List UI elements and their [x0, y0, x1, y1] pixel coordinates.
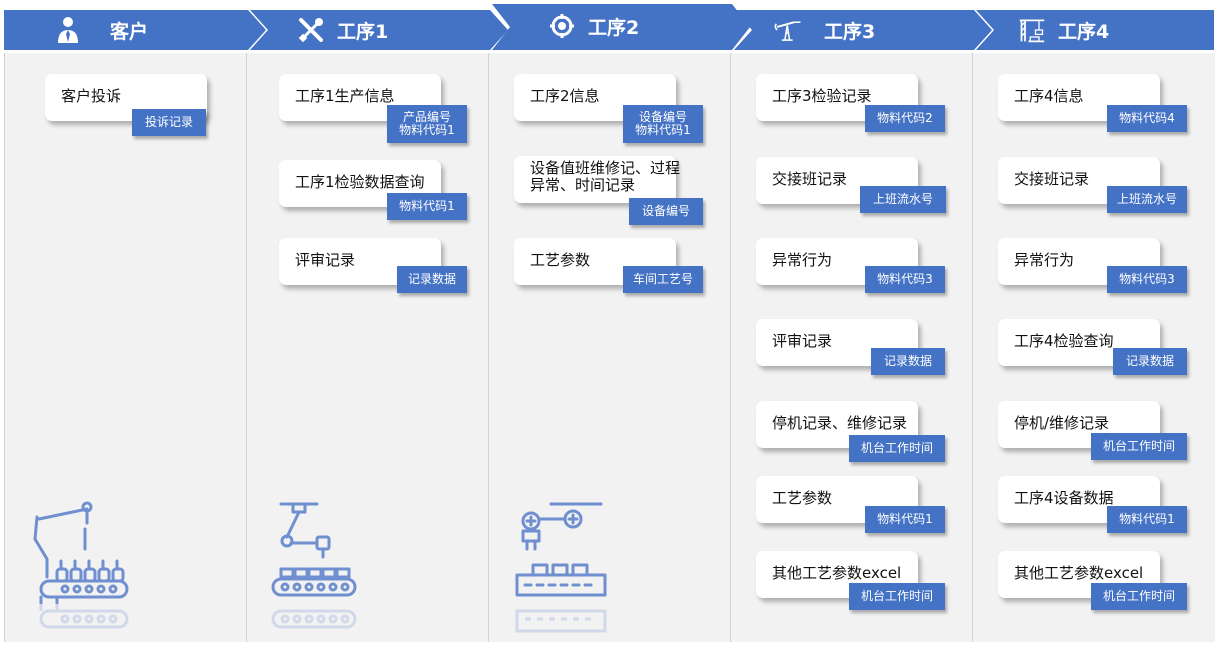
tag-machine-working-time: 机台工作时间 [849, 435, 945, 462]
stage-arrow-process1 [250, 10, 508, 50]
tag-shift-serial-number: 上班流水号 [1107, 186, 1187, 213]
stage-label-process3: 工序3 [824, 20, 876, 43]
card-title: 异常行为 [772, 251, 833, 269]
card-title: 异常行为 [1014, 251, 1075, 269]
card-title: 工序4检验查询 [1014, 332, 1114, 350]
card-title: 工序1检验数据查询 [295, 173, 425, 191]
tag-machine-working-time: 机台工作时间 [1091, 433, 1187, 460]
stage-arrow-process2 [492, 4, 750, 50]
stage-label-process2: 工序2 [588, 16, 640, 39]
tag-material-code1: 物料代码1 [865, 506, 945, 533]
robot-arm-conveyor-icon [271, 502, 357, 629]
card-title: 评审记录 [772, 332, 833, 350]
card-customer-complaint[interactable]: 客户投诉 [45, 74, 207, 121]
stage-arrow-process3 [734, 10, 992, 50]
stage-label-process4: 工序4 [1058, 20, 1110, 43]
card-process3-parameters[interactable]: 工艺参数 [756, 476, 918, 523]
column-process3: 工序3检验记录 物料代码2 交接班记录 上班流水号 异常行为 物料代码3 评审记… [730, 53, 972, 642]
robot-arm-packaging-icon [515, 502, 607, 633]
stage-label-process1: 工序1 [337, 20, 389, 43]
tag-record-data: 记录数据 [1113, 348, 1187, 375]
tag-machine-working-time: 机台工作时间 [849, 583, 945, 610]
tag-record-data: 记录数据 [397, 266, 467, 293]
card-title: 设备值班维修记、过程异常、时间记录 [530, 159, 681, 194]
oil-pump-icon [774, 16, 802, 44]
card-title: 工序2信息 [530, 87, 600, 105]
tag-equipment-material-code: 设备编号 物料代码1 [623, 105, 703, 143]
tag-equipment-number: 设备编号 [629, 198, 703, 225]
tag-material-code4: 物料代码4 [1107, 105, 1187, 132]
column-process4: 工序4信息 物料代码4 交接班记录 上班流水号 异常行为 物料代码3 工序4检验… [972, 53, 1215, 642]
card-title: 工艺参数 [772, 489, 833, 507]
stage-header-process4: 工序4 [1018, 10, 1109, 50]
tag-product-material-code: 产品编号 物料代码1 [387, 105, 467, 143]
tag-material-code2: 物料代码2 [865, 105, 945, 132]
tag-machine-working-time: 机台工作时间 [1091, 583, 1187, 610]
stage-header-process1: 工序1 [297, 10, 388, 50]
card-title: 交接班记录 [1014, 170, 1090, 188]
tag-material-code3: 物料代码3 [865, 266, 945, 293]
column-process1: 工序1生产信息 产品编号 物料代码1 工序1检验数据查询 物料代码1 评审记录 … [246, 53, 488, 642]
card-title: 工序4设备数据 [1014, 489, 1114, 507]
card-title: 工艺参数 [530, 251, 591, 269]
card-process2-parameters[interactable]: 工艺参数 [514, 238, 676, 285]
card-title: 客户投诉 [61, 87, 122, 105]
tag-material-code1: 物料代码1 [1107, 506, 1187, 533]
card-title: 评审记录 [295, 251, 356, 269]
tag-shift-serial-number: 上班流水号 [860, 186, 946, 213]
tag-record-data: 记录数据 [871, 348, 945, 375]
card-title: 停机记录、维修记录 [772, 414, 908, 432]
stage-header-process3: 工序3 [774, 10, 875, 50]
tag-material-code: 物料代码1 [387, 193, 467, 220]
card-process4-other-parameters-excel[interactable]: 其他工艺参数excel [998, 551, 1160, 598]
stage-header-customer: 客户 [54, 10, 148, 50]
card-title: 工序1生产信息 [295, 87, 395, 105]
card-title: 工序3检验记录 [772, 87, 872, 105]
card-process3-shift-handover[interactable]: 交接班记录 [756, 157, 918, 204]
tag-complaint-record: 投诉记录 [132, 109, 206, 136]
tools-icon [297, 16, 325, 44]
card-equipment-maintenance-record[interactable]: 设备值班维修记、过程异常、时间记录 [514, 156, 680, 203]
crane-icon [1018, 16, 1046, 44]
card-title: 工序4信息 [1014, 87, 1084, 105]
stage-label-customer: 客户 [110, 20, 149, 43]
robot-arm-bottling-icon [33, 501, 129, 629]
gear-icon [548, 12, 576, 40]
tag-material-code3: 物料代码3 [1107, 266, 1187, 293]
card-title: 其他工艺参数excel [772, 564, 902, 582]
column-customer: 客户投诉 投诉记录 [4, 53, 246, 642]
card-process4-downtime-maintenance[interactable]: 停机/维修记录 [998, 401, 1160, 448]
column-process2: 工序2信息 设备编号 物料代码1 设备值班维修记、过程异常、时间记录 设备编号 … [488, 53, 730, 642]
card-title: 交接班记录 [772, 170, 848, 188]
card-title: 停机/维修记录 [1014, 414, 1110, 432]
user-icon [54, 16, 82, 44]
card-title: 其他工艺参数excel [1014, 564, 1144, 582]
tag-workshop-process-number: 车间工艺号 [623, 266, 703, 293]
stage-header-process2: 工序2 [548, 6, 639, 46]
